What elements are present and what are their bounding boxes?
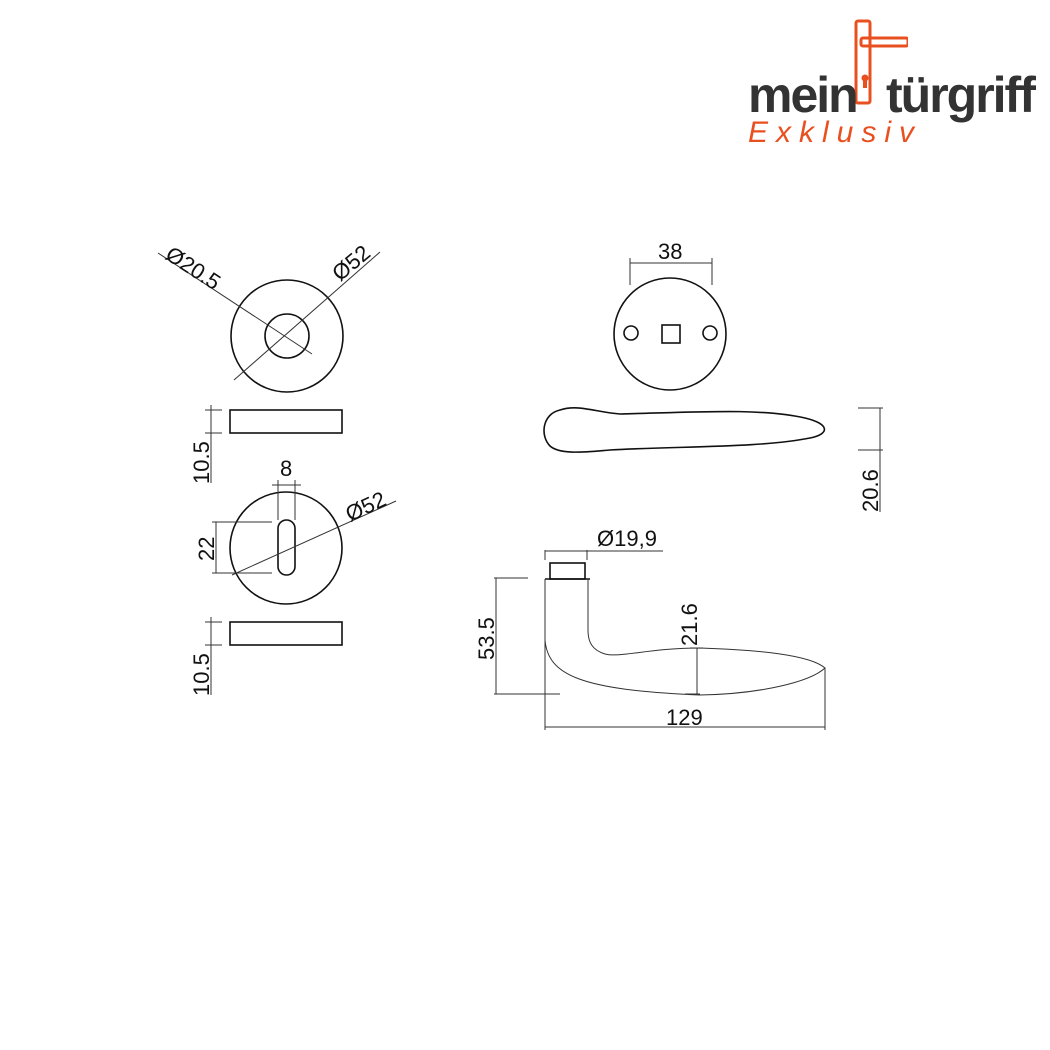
key-rose-side-view: 10.5: [189, 617, 343, 696]
dim-lever-thickness: 20.6: [858, 469, 883, 512]
dim-lever-length: 129: [666, 705, 703, 730]
brand-logo: mein türgriff Exklusiv: [748, 18, 1038, 149]
door-handle-logo-icon: [854, 19, 908, 105]
dim-key-slot-width: 8: [280, 456, 292, 481]
logo-word-mein: mein: [748, 67, 859, 123]
dim-screw-spacing: 38: [658, 239, 682, 264]
dim-projection: 53.5: [474, 617, 499, 660]
dim-key-slot-height: 22: [194, 537, 219, 561]
key-rose-front-view: 8 22 Ø52: [194, 456, 397, 605]
logo-word-turgriff: türgriff: [886, 67, 1036, 123]
lever-top-view: 20.6: [543, 407, 883, 512]
dim-neck-dia: Ø19,9: [597, 526, 657, 551]
dim-rose-inner-dia: Ø20.5: [161, 241, 225, 295]
dim-key-rose-dia: Ø52: [342, 486, 390, 526]
rose-side-view: 10.5: [189, 405, 343, 484]
rose-front-view: Ø20.5 Ø52: [157, 240, 381, 393]
logo-tagline: Exklusiv: [748, 116, 923, 149]
dim-grip-height: 21.6: [677, 603, 702, 646]
lever-side-view: Ø19,9 53.5 21.6 129: [474, 526, 826, 730]
lever-rose-front-view: 38: [613, 239, 727, 391]
dim-key-rose-height: 10.5: [189, 653, 214, 696]
dim-rose-outer-dia: Ø52: [327, 240, 375, 286]
dim-rose-height: 10.5: [189, 441, 214, 484]
